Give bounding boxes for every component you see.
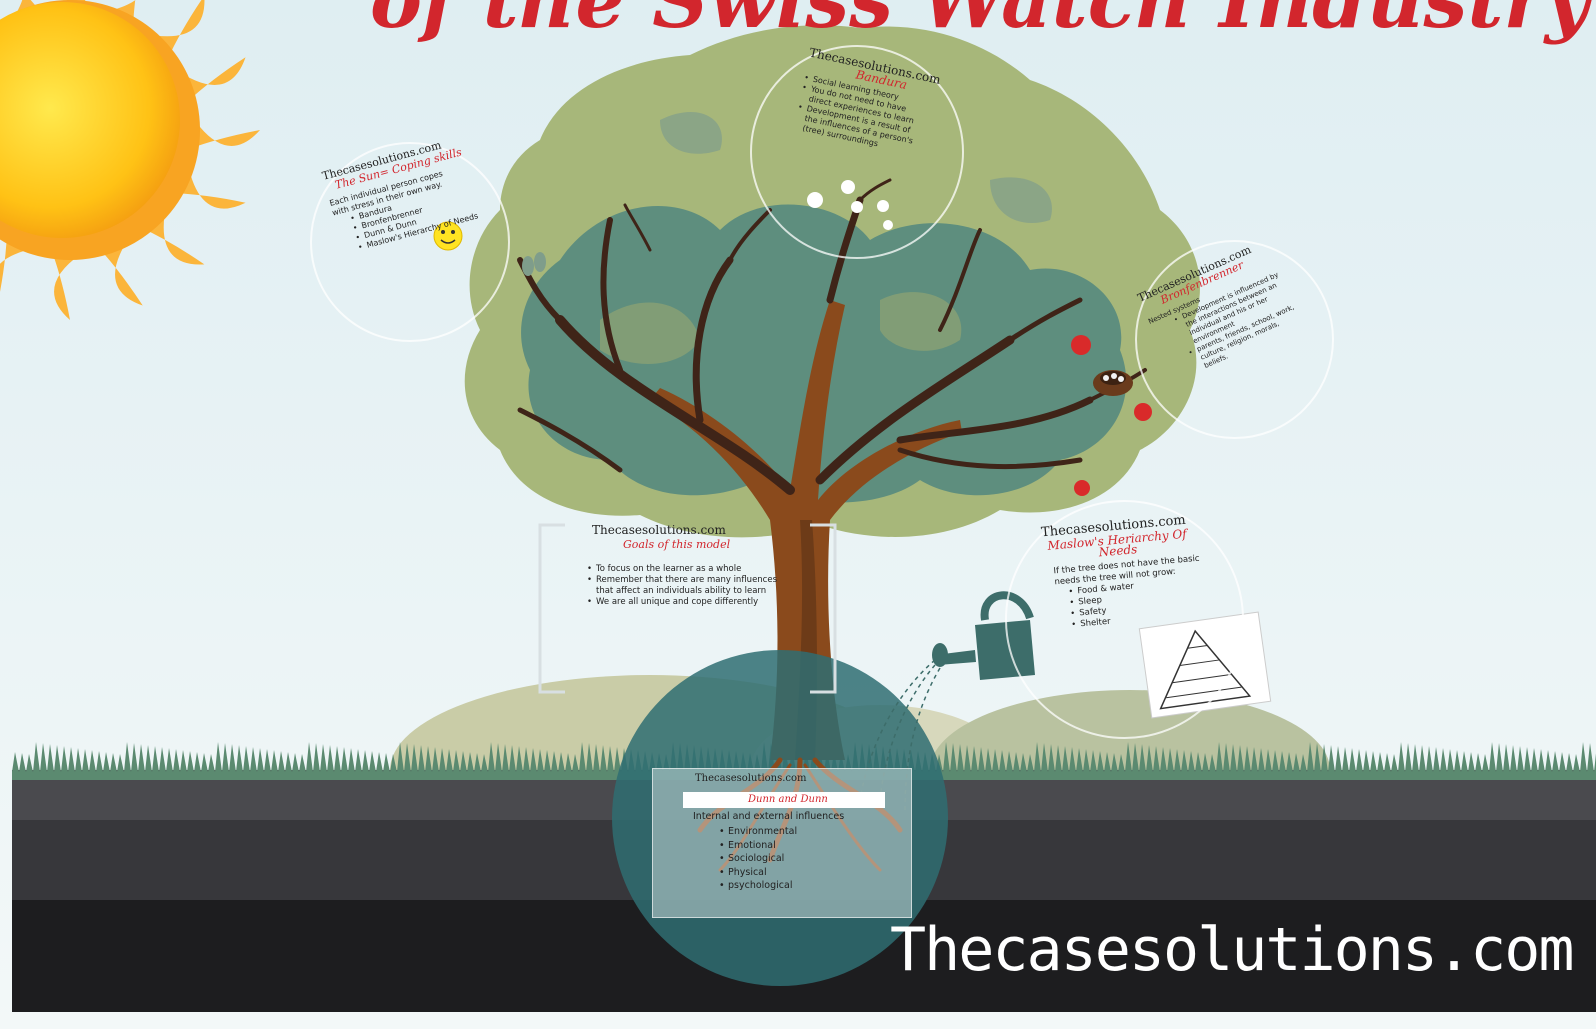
list-item: Physical: [719, 866, 797, 880]
bubble-brand: Thecasesolutions.com: [592, 523, 726, 537]
bubble-goals[interactable]: Thecasesolutions.com Goals of this model…: [587, 523, 807, 608]
bubble-bronfenbrenner-circle: [1135, 240, 1334, 439]
sun-icon: [0, 0, 260, 320]
grass-blades: [12, 742, 1596, 780]
bubble-heading: Goals of this model: [623, 538, 731, 551]
heading-bar: [683, 792, 885, 808]
list-item: To focus on the learner as a whole: [587, 564, 787, 575]
sprig-icon: [522, 252, 546, 276]
frame-brackets: [538, 523, 837, 694]
list-item: psychological: [719, 879, 797, 893]
page-title: of the Swiss Watch Industry: [370, 0, 1590, 46]
list-item: Sociological: [719, 852, 797, 866]
sun-ray: [188, 110, 260, 150]
bubble-intro: Internal and external influences: [693, 811, 845, 822]
nest-icon: [1093, 370, 1133, 396]
list-item: Remember that there are many influences …: [587, 575, 787, 597]
apple-icon: [1071, 335, 1152, 496]
list-item: We are all unique and cope differently: [587, 597, 787, 608]
bubble-maslow-circle: [1005, 500, 1244, 739]
bubble-bandura-circle: [750, 45, 964, 259]
sun-ray: [50, 248, 90, 320]
bubble-brand: Thecasesolutions.com: [695, 773, 807, 784]
bubble-sun-circle: [310, 142, 510, 342]
watermark: Thecasesolutions.com: [890, 915, 1574, 985]
bubble-heading: Dunn and Dunn: [748, 794, 828, 805]
grass: [12, 742, 1596, 780]
list-item: Emotional: [719, 839, 797, 853]
bubble-dunn[interactable]: Thecasesolutions.com Dunn and Dunn Inter…: [652, 768, 912, 918]
roots-circle: [612, 650, 948, 986]
bubble-maslow[interactable]: Thecasesolutions.com Maslow's Heriarchy …: [1041, 513, 1215, 633]
list-item: Environmental: [719, 825, 797, 839]
